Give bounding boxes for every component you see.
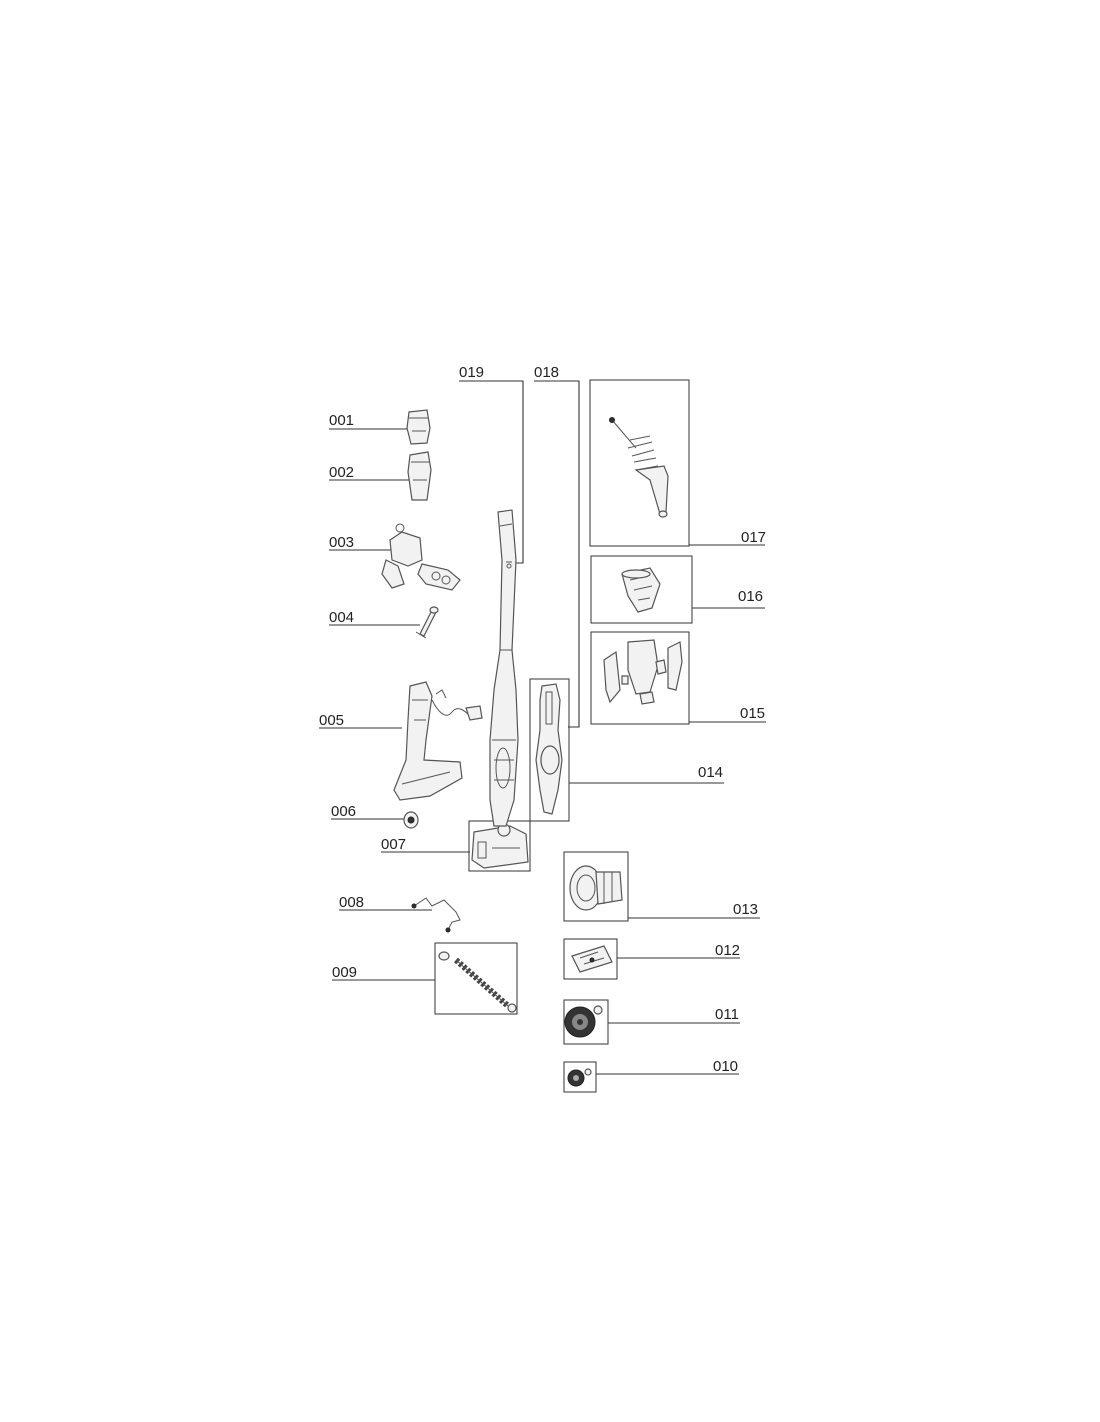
part-007-drawing	[471, 823, 529, 869]
part-016-drawing	[621, 567, 661, 613]
label-006: 006	[331, 803, 356, 820]
part-017-drawing	[609, 417, 669, 518]
frame-009	[434, 942, 518, 1015]
frame-013	[563, 851, 629, 922]
part-011-drawing	[564, 1005, 603, 1038]
label-001: 001	[329, 412, 354, 429]
part-015-drawing	[603, 639, 683, 705]
frame-010	[563, 1061, 597, 1093]
frame-015	[590, 631, 690, 725]
label-002: 002	[329, 464, 354, 481]
frame-014	[529, 678, 570, 822]
label-009: 009	[332, 964, 357, 981]
part-010-drawing	[567, 1068, 592, 1087]
leader-lines	[319, 380, 766, 1075]
part-009-drawing	[438, 951, 517, 1013]
leader-019	[459, 380, 524, 564]
leader-018	[534, 380, 580, 728]
label-016: 016	[738, 588, 763, 605]
label-011: 011	[715, 1006, 739, 1023]
label-007: 007	[381, 836, 406, 853]
label-014: 014	[698, 764, 723, 781]
label-003: 003	[329, 534, 354, 551]
label-012: 012	[715, 942, 740, 959]
label-008: 008	[339, 894, 364, 911]
label-017: 017	[741, 529, 766, 546]
label-010: 010	[713, 1058, 738, 1075]
frame-011	[563, 999, 609, 1045]
frame-012	[563, 938, 618, 980]
part-frames	[434, 379, 693, 1093]
label-018: 018	[534, 364, 559, 381]
label-004: 004	[329, 609, 354, 626]
label-005: 005	[319, 712, 344, 729]
part-013-drawing	[569, 865, 623, 911]
part-006-drawing	[403, 811, 419, 829]
part-labels: 001 002 003 004 005 006 007 008 009 010 …	[319, 364, 766, 1075]
part-001-drawing	[406, 409, 431, 445]
part-012-drawing	[571, 945, 613, 973]
part-019-drawing	[489, 509, 519, 827]
label-015: 015	[740, 705, 765, 722]
part-003-drawing	[381, 523, 461, 591]
frame-016	[590, 555, 693, 624]
label-019: 019	[459, 364, 484, 381]
part-004-drawing	[415, 606, 439, 639]
frame-017	[589, 379, 690, 547]
part-014-drawing	[535, 683, 563, 815]
part-008-drawing	[411, 897, 461, 933]
part-005-drawing	[393, 681, 483, 801]
label-013: 013	[733, 901, 758, 918]
part-002-drawing	[407, 451, 432, 501]
